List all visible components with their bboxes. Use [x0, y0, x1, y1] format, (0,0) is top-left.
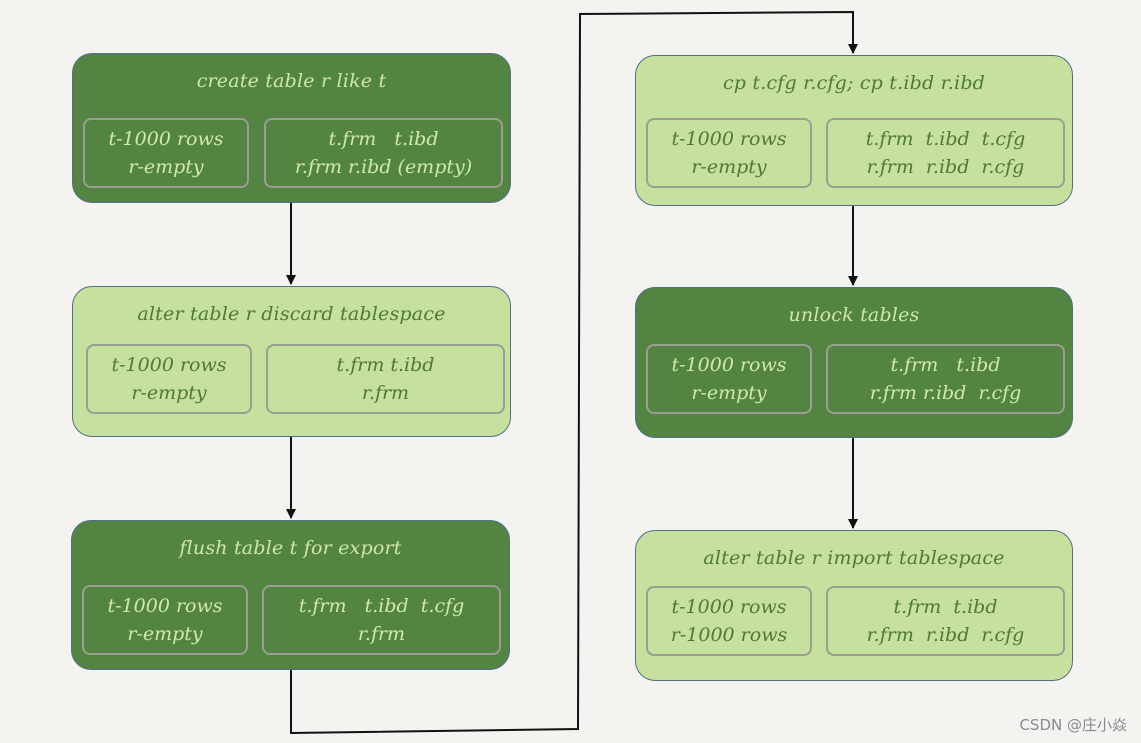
step-flush-for-export: flush table t for export t-1000 rows r-e…	[71, 520, 510, 670]
row-count-r: r-empty	[128, 156, 204, 178]
row-count-t: t-1000 rows	[111, 354, 227, 376]
row-count-box: t-1000 rows r-empty	[83, 118, 249, 188]
row-count-t: t-1000 rows	[671, 354, 787, 376]
step-title: alter table r discard tablespace	[137, 303, 446, 325]
files-t: t.frm t.ibd	[890, 354, 1001, 376]
step-title: alter table r import tablespace	[703, 547, 1005, 569]
files-r: r.frm	[357, 623, 406, 645]
files-r: r.frm	[361, 382, 410, 404]
row-count-t: t-1000 rows	[671, 128, 787, 150]
files-t: t.frm t.ibd t.cfg	[298, 595, 465, 617]
files-box: t.frm t.ibd r.frm r.ibd r.cfg	[826, 586, 1065, 656]
step-title: flush table t for export	[179, 537, 402, 559]
step-discard-tablespace: alter table r discard tablespace t-1000 …	[72, 286, 511, 437]
row-count-r: r-empty	[127, 623, 203, 645]
watermark: CSDN @庄小焱	[1019, 716, 1127, 734]
step-title: unlock tables	[788, 304, 920, 326]
step-copy-files: cp t.cfg r.cfg; cp t.ibd r.ibd t-1000 ro…	[635, 55, 1073, 206]
files-t: t.frm t.ibd	[328, 128, 439, 150]
row-count-r: r-empty	[131, 382, 207, 404]
row-count-box: t-1000 rows r-empty	[646, 118, 812, 188]
step-create-table: create table r like t t-1000 rows r-empt…	[72, 53, 511, 203]
row-count-box: t-1000 rows r-1000 rows	[646, 586, 812, 656]
row-count-box: t-1000 rows r-empty	[82, 585, 248, 655]
step-unlock-tables: unlock tables t-1000 rows r-empty t.frm …	[635, 287, 1073, 438]
row-count-box: t-1000 rows r-empty	[646, 344, 812, 414]
step-title: create table r like t	[196, 70, 387, 92]
files-t: t.frm t.ibd t.cfg	[865, 128, 1026, 150]
row-count-t: t-1000 rows	[107, 595, 223, 617]
files-t: t.frm t.ibd	[336, 354, 435, 376]
files-r: r.frm r.ibd r.cfg	[866, 156, 1025, 178]
files-box: t.frm t.ibd r.frm r.ibd (empty)	[264, 118, 503, 188]
step-title: cp t.cfg r.cfg; cp t.ibd r.ibd	[722, 72, 986, 94]
files-box: t.frm t.ibd t.cfg r.frm r.ibd r.cfg	[826, 118, 1065, 188]
files-r: r.frm r.ibd r.cfg	[866, 624, 1025, 646]
files-t: t.frm t.ibd	[893, 596, 998, 618]
row-count-t: t-1000 rows	[108, 128, 224, 150]
files-box: t.frm t.ibd r.frm r.ibd r.cfg	[826, 344, 1065, 414]
row-count-r: r-1000 rows	[670, 624, 788, 646]
files-box: t.frm t.ibd t.cfg r.frm	[262, 585, 501, 655]
row-count-box: t-1000 rows r-empty	[86, 344, 252, 414]
row-count-r: r-empty	[691, 382, 767, 404]
row-count-r: r-empty	[691, 156, 767, 178]
files-r: r.frm r.ibd r.cfg	[869, 382, 1022, 404]
files-box: t.frm t.ibd r.frm	[266, 344, 505, 414]
step-import-tablespace: alter table r import tablespace t-1000 r…	[635, 530, 1073, 681]
files-r: r.frm r.ibd (empty)	[294, 156, 473, 178]
row-count-t: t-1000 rows	[671, 596, 787, 618]
